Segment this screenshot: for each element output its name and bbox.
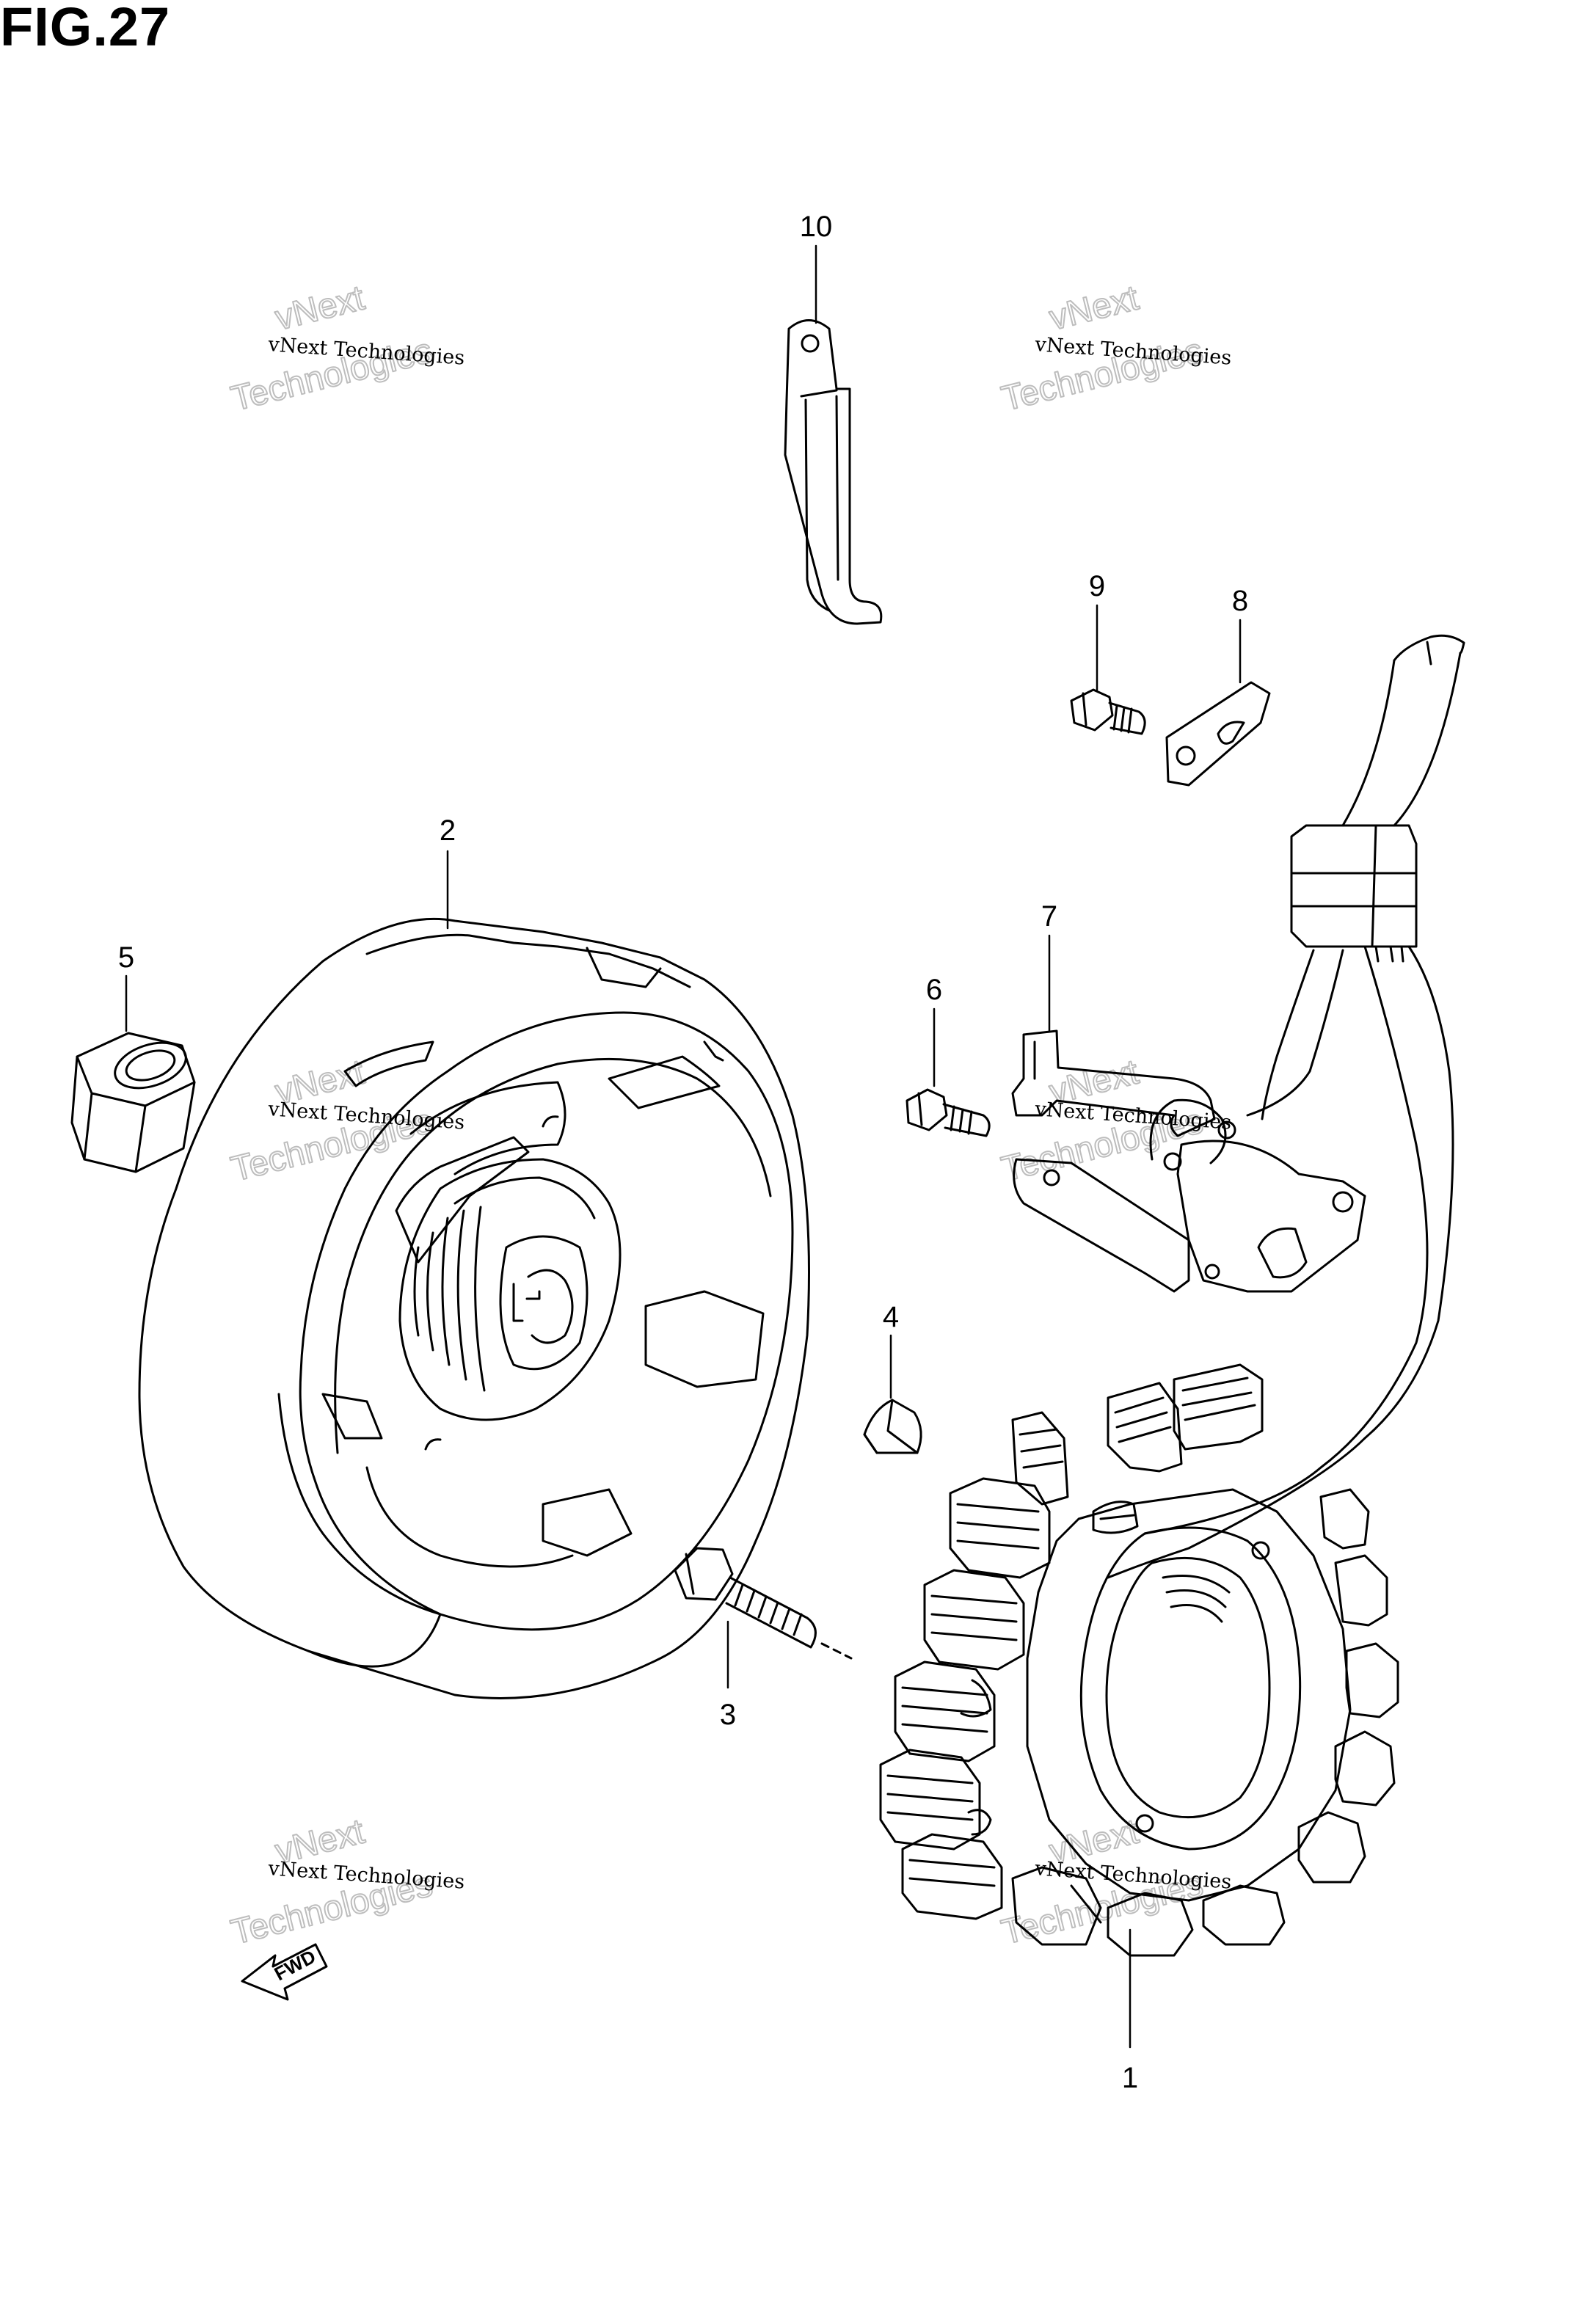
callout-8: 8 [1232,585,1248,617]
fwd-direction-arrow: FWD [241,1943,328,2001]
part-1-stator [879,1363,1399,1957]
callout-6: 6 [926,974,942,1006]
callout-10: 10 [800,211,833,243]
svg-text:vNext: vNext [1046,279,1143,338]
part-3-stator-bolt [674,1547,853,1660]
callout-3: 3 [720,1699,736,1731]
part-5-flange-nut [70,1032,196,1173]
callout-9: 9 [1089,570,1105,602]
svg-text:vNext: vNext [272,279,368,338]
part-10-bracket-strip [784,319,883,625]
watermark-top-left: vNext Technologies vNext Technologies [227,278,465,420]
part-8-plate [1165,681,1271,787]
wire-harness [1107,634,1465,1579]
part-4-woodruff-key [863,1399,922,1454]
callout-leaders [125,244,1242,2049]
watermark-bottom-left: vNext Technologies vNext Technologies [227,1812,465,1953]
fwd-label: FWD [271,1945,319,1985]
callout-2: 2 [440,814,456,847]
part-7-pickup-coil-bracket [1011,1029,1366,1293]
callout-5: 5 [118,941,134,974]
watermark-top-right: vNext Technologies vNext Technologies [997,278,1232,420]
part-2-flywheel-rotor [138,917,810,1699]
figure-title: FIG.27 [0,0,171,57]
callout-numbers: 1 2 3 4 5 6 7 8 9 10 [118,211,1248,2094]
callout-4: 4 [883,1301,899,1333]
part-9-small-bolt [1070,688,1146,735]
part-6-small-bolt [906,1088,991,1137]
callout-1: 1 [1122,2062,1138,2094]
callout-7: 7 [1041,900,1057,933]
